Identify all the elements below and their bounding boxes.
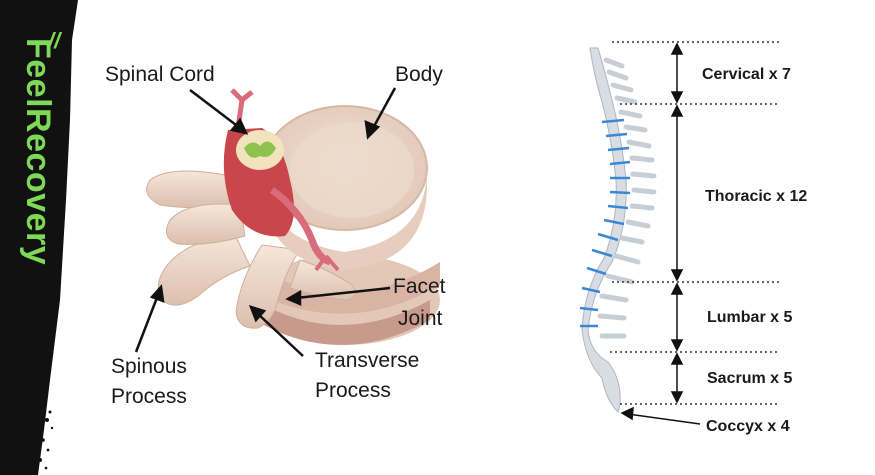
label-facet-line1: Facet xyxy=(393,275,446,298)
label-transverse-line1: Transverse xyxy=(315,349,420,372)
segment-label-lumbar: Lumbar x 5 xyxy=(707,309,793,326)
segment-label-cervical: Cervical x 7 xyxy=(702,66,791,83)
segment-label-thoracic: Thoracic x 12 xyxy=(705,188,808,205)
brand-strip xyxy=(0,0,78,475)
label-spinous-line1: Spinous xyxy=(111,355,187,378)
label-transverse-line2: Process xyxy=(315,379,391,402)
segment-label-coccyx: Coccyx x 4 xyxy=(706,418,790,435)
label-spinal-cord: Spinal Cord xyxy=(105,63,215,86)
label-spinous-line2: Process xyxy=(111,385,187,408)
label-facet-line2: Joint xyxy=(398,307,443,330)
facet-joint xyxy=(289,259,356,301)
segment-label-sacrum: Sacrum x 5 xyxy=(707,370,793,387)
label-body: Body xyxy=(395,63,443,86)
brand-slash-marks: // xyxy=(48,28,61,53)
